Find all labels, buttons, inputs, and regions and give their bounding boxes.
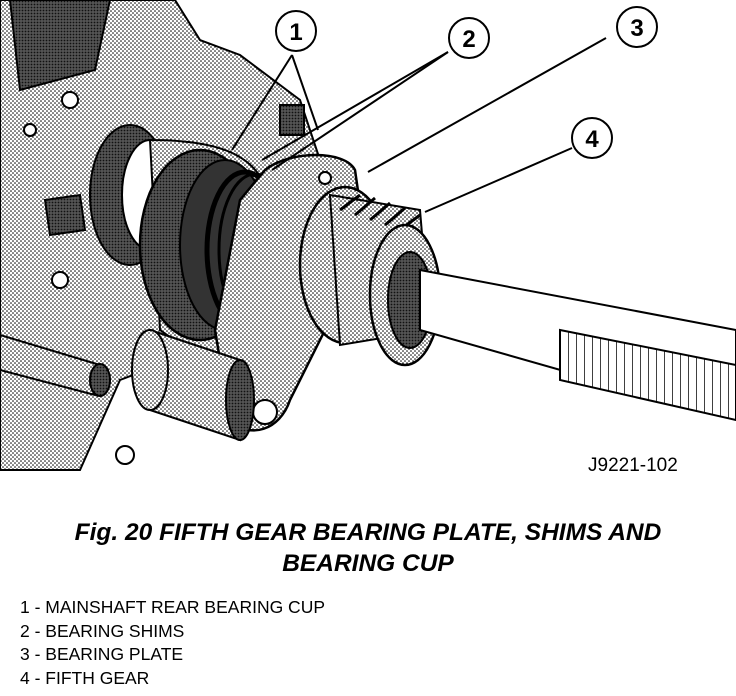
legend-item: 4 - FIFTH GEAR [20, 667, 150, 688]
exploded-view-illustration: 1 2 3 4 [0, 0, 736, 471]
figure-id: J9221-102 [588, 455, 678, 476]
counter-shaft-rod [0, 333, 111, 397]
legend-item: 2 - BEARING SHIMS [20, 620, 185, 641]
callout-4-label: 4 [585, 126, 599, 153]
figure-caption-line-1: Fig. 20 FIFTH GEAR BEARING PLATE, SHIMS … [74, 519, 662, 546]
parts-legend: 1 - MAINSHAFT REAR BEARING CUP 2 - BEARI… [20, 596, 325, 690]
callout-4: 4 [571, 117, 613, 159]
mainshaft [419, 268, 736, 422]
callout-3-label: 3 [630, 15, 643, 42]
countershaft-bearing [131, 328, 255, 442]
callout-1: 1 [275, 10, 317, 52]
figure-caption-line-2: BEARING CUP [282, 550, 454, 577]
callout-1-label: 1 [289, 19, 302, 46]
callout-2: 2 [448, 17, 490, 59]
callout-2-label: 2 [462, 26, 475, 53]
callout-3: 3 [616, 6, 658, 48]
legend-item: 3 - BEARING PLATE [20, 644, 184, 664]
leader-lines [231, 37, 607, 213]
legend-item: 1 - MAINSHAFT REAR BEARING CUP [20, 597, 326, 617]
